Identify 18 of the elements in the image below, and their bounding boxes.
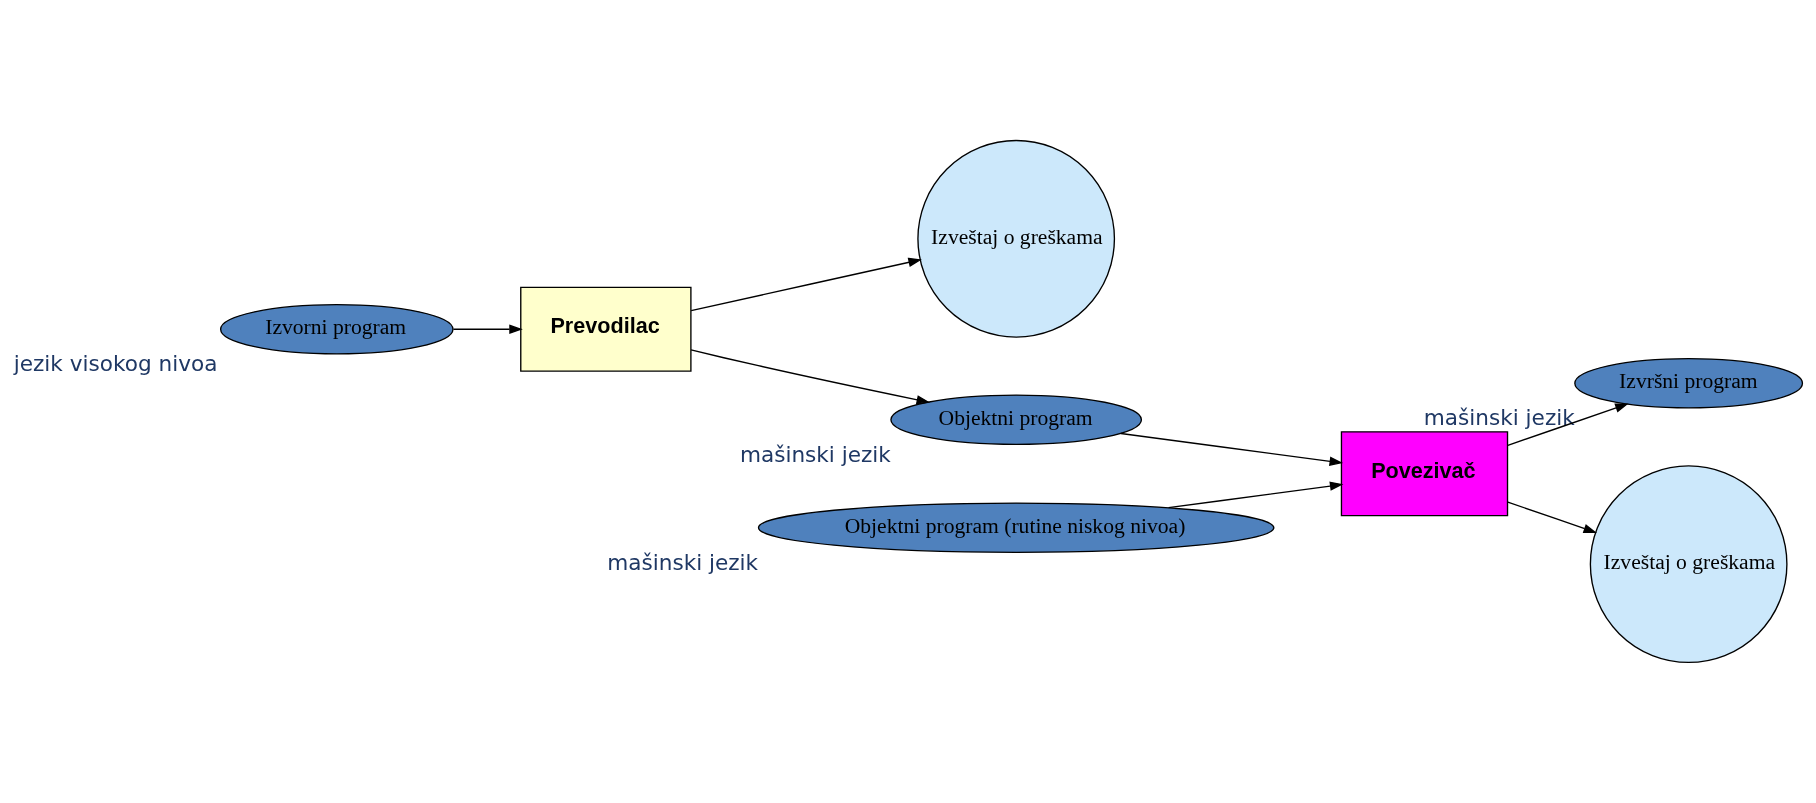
node-circle: Izveštaj o greškama xyxy=(1589,465,1788,664)
node-ellipse: Objektni program (rutine niskog nivoa) xyxy=(757,502,1275,554)
arrow xyxy=(1120,432,1344,466)
node-ellipse: Izvorni program xyxy=(219,303,454,355)
arrow xyxy=(1507,403,1629,447)
node-box: Prevodilac xyxy=(520,286,692,372)
node-label: mašinski jezik xyxy=(1423,405,1575,431)
arrow xyxy=(1167,481,1344,509)
node-ellipse: Izvršni program xyxy=(1574,357,1804,409)
node-label: mašinski jezik xyxy=(607,549,759,575)
arrow xyxy=(690,349,931,405)
arrow xyxy=(690,257,922,312)
node-label: mašinski jezik xyxy=(739,441,891,467)
node-circle: Izveštaj o greškama xyxy=(917,139,1116,338)
arrow xyxy=(1507,501,1598,533)
arrow xyxy=(452,324,523,334)
node-box: Povezivač xyxy=(1340,431,1509,517)
node-label: jezik visokog nivoa xyxy=(13,351,218,377)
